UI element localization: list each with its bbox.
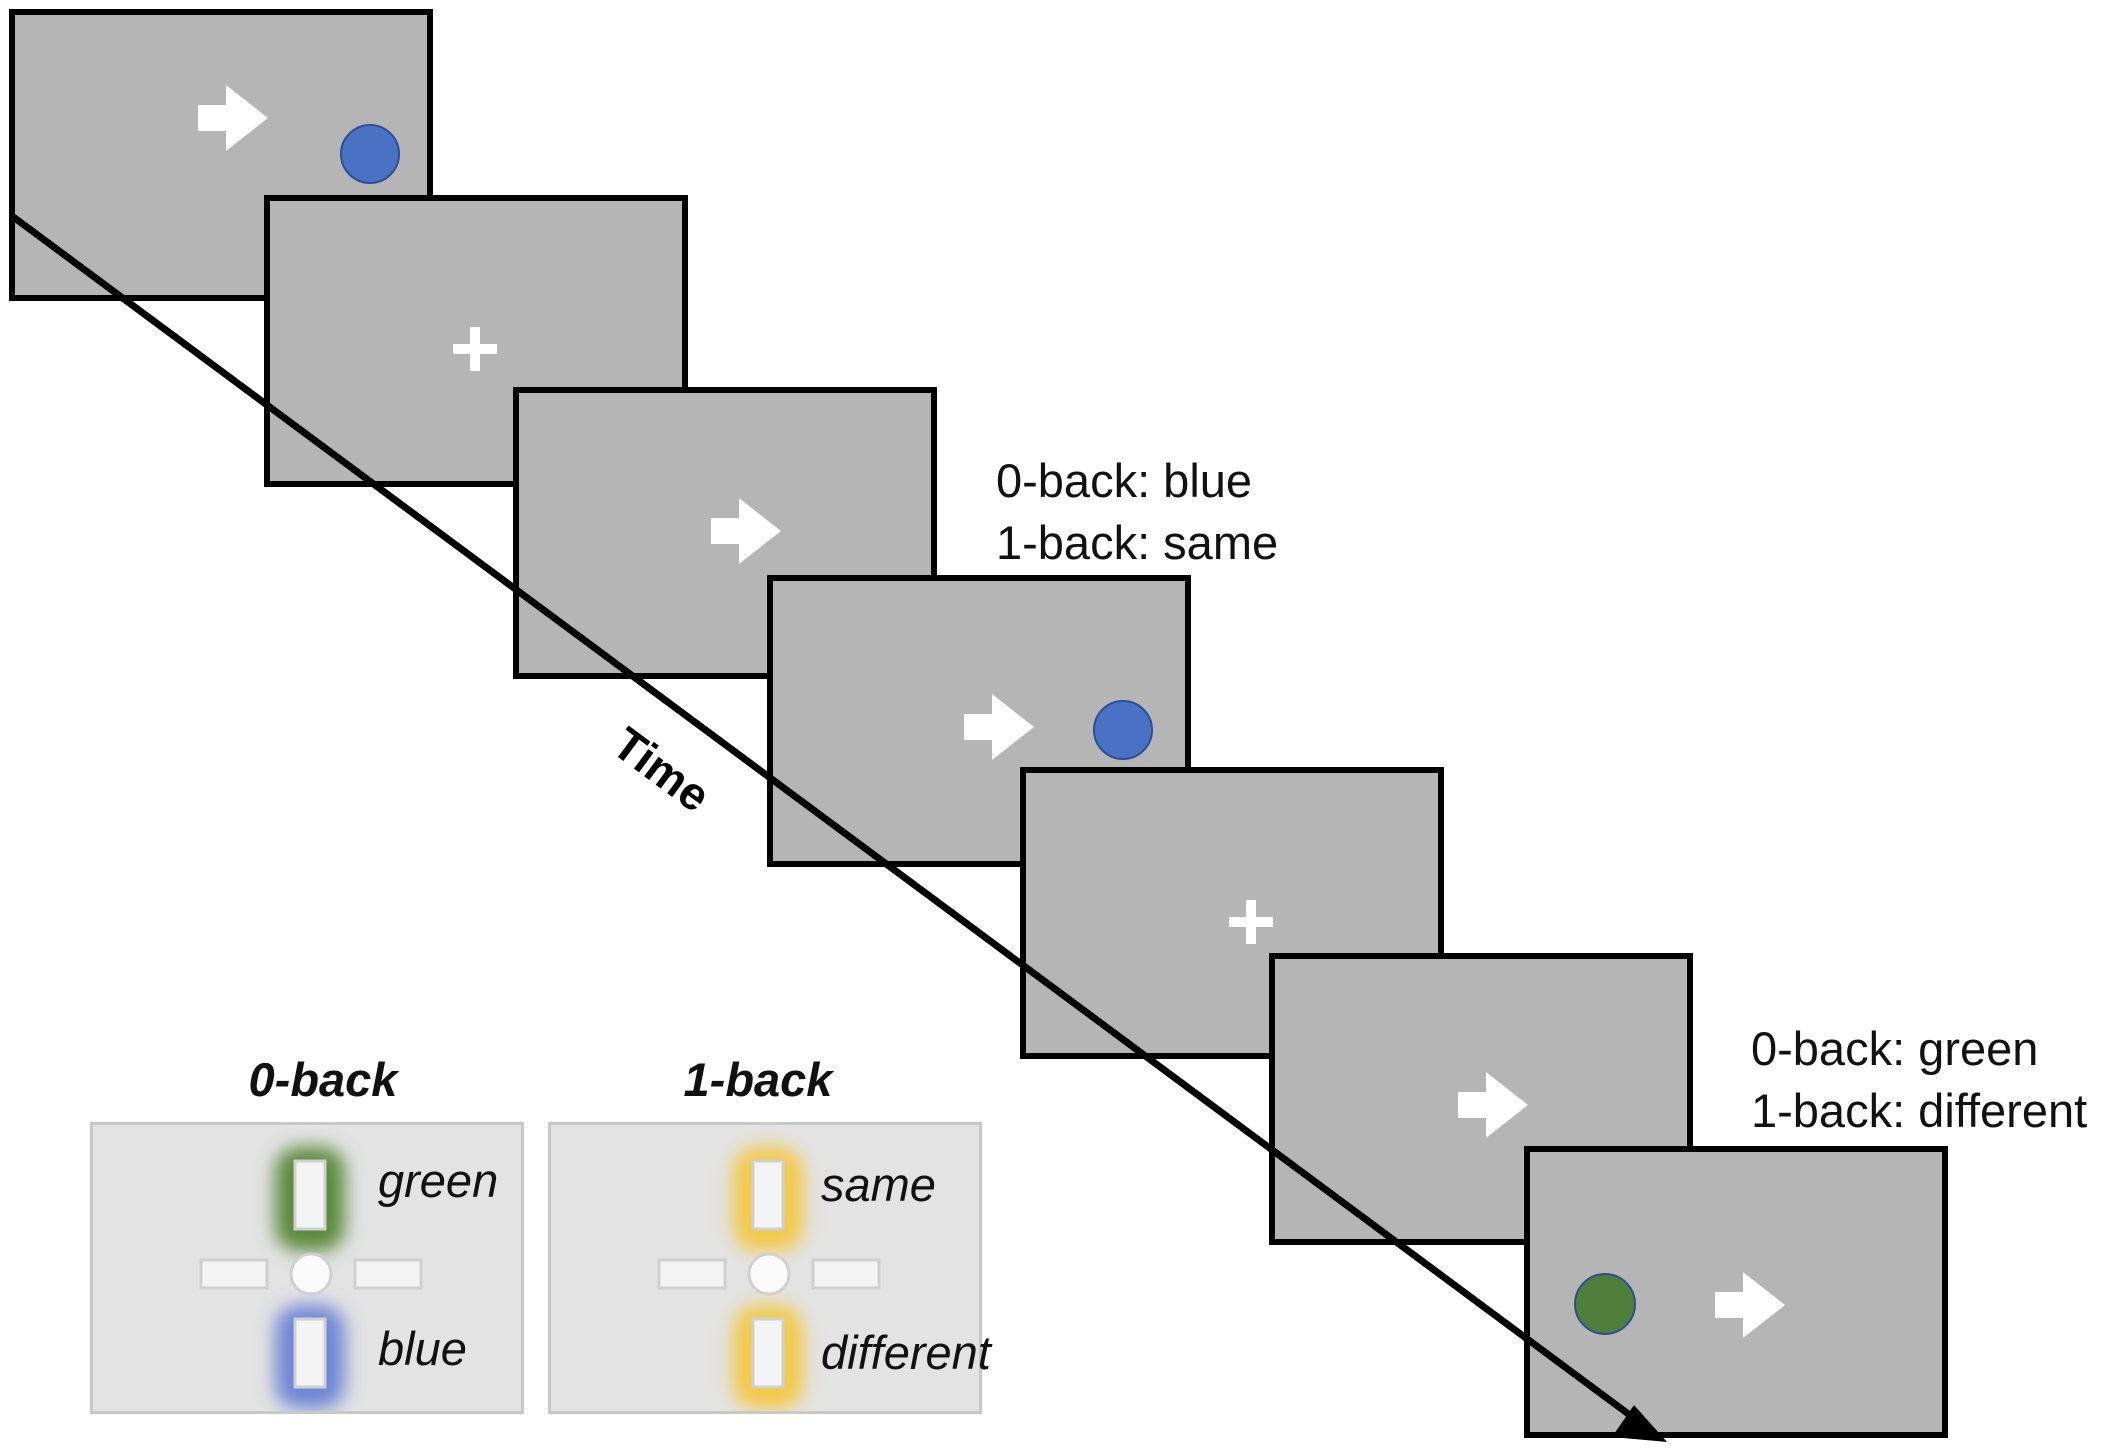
right-button	[353, 1258, 423, 1290]
blue-circle-icon	[1093, 700, 1153, 760]
right-arrow-icon	[1715, 1272, 1785, 1338]
frame-1-content	[198, 85, 400, 184]
right-arrow-icon	[198, 85, 268, 151]
one-back-response-panel: same different	[548, 1122, 991, 1414]
zero-back-button-layout	[199, 1147, 423, 1409]
center-button	[747, 1252, 791, 1296]
right-arrow-icon	[964, 694, 1034, 760]
annotation-first-zero-back: 0-back: blue	[996, 454, 1253, 507]
annotation-first-one-back: 1-back: same	[996, 516, 1279, 569]
annotation-second-zero-back: 0-back: green	[1751, 1022, 2039, 1075]
center-button	[289, 1252, 333, 1296]
blue-circle-icon	[340, 124, 400, 184]
top-button	[751, 1159, 785, 1231]
fixation-cross-icon	[453, 327, 497, 371]
zero-back-bottom-label: blue	[378, 1322, 467, 1375]
one-back-top-label: same	[821, 1158, 936, 1211]
top-button	[293, 1159, 327, 1231]
one-back-panel-title: 1-back	[683, 1053, 833, 1106]
zero-back-panel-title: 0-back	[248, 1053, 398, 1106]
one-back-bottom-label: different	[821, 1326, 991, 1379]
bottom-button	[751, 1317, 785, 1389]
annotation-second-one-back: 1-back: different	[1751, 1084, 2088, 1137]
bottom-button	[293, 1317, 327, 1389]
left-button	[657, 1258, 727, 1290]
left-button	[199, 1258, 269, 1290]
time-label: Time	[603, 716, 721, 822]
frame-7-content	[1574, 1272, 1785, 1338]
zero-back-response-panel: green blue	[90, 1122, 524, 1414]
green-circle-icon	[1574, 1273, 1636, 1335]
right-button	[811, 1258, 881, 1290]
right-arrow-icon	[1458, 1072, 1528, 1138]
zero-back-top-label: green	[378, 1154, 499, 1207]
fixation-cross-icon	[1229, 900, 1273, 944]
one-back-button-layout	[657, 1147, 881, 1409]
frame-7-green-circle-arrow	[1524, 1146, 1948, 1438]
right-arrow-icon	[711, 498, 781, 564]
